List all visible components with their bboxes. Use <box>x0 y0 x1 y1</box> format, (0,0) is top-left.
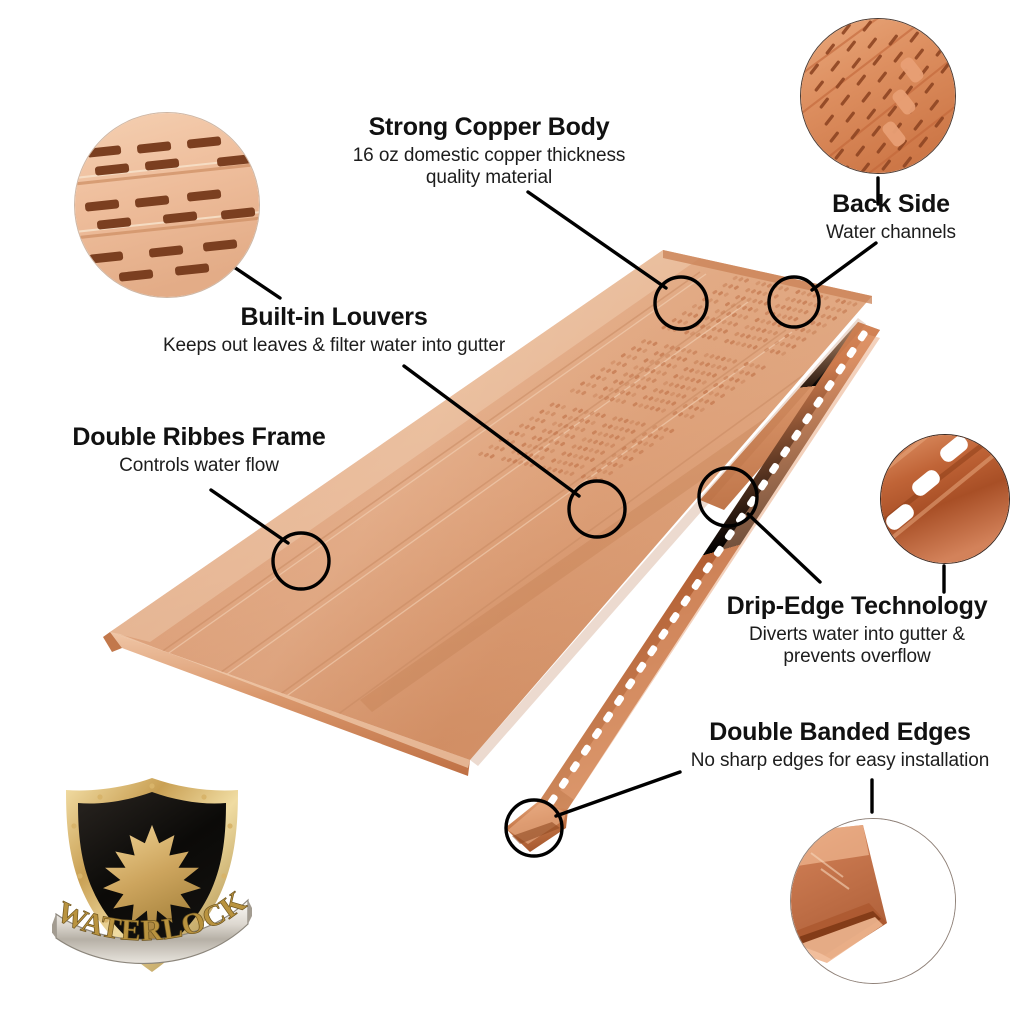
leader-lines <box>209 176 946 818</box>
leader-drip-edge <box>746 512 822 584</box>
callout-title: Back Side <box>832 190 950 218</box>
callout-title: Strong Copper Body <box>368 113 610 141</box>
callout-subtitle: Keeps out leaves & filter water into gut… <box>162 335 506 356</box>
callout-subtitle: Diverts water into gutter & prevents ove… <box>692 624 1022 668</box>
marker-built-in-louvers <box>567 479 627 539</box>
callout-subtitle-line1: Diverts water into gutter & <box>749 624 965 645</box>
panel-front-hem <box>110 632 470 776</box>
callout-strong-copper-body: Strong Copper Body 16 oz domestic copper… <box>294 113 684 189</box>
marker-strong-copper-body <box>653 275 709 331</box>
inset-banded-edge-closeup <box>790 818 956 984</box>
callout-double-ribbes-frame: Double Ribbes Frame Controls water flow <box>34 423 364 477</box>
marker-double-ribbes-frame <box>271 531 331 591</box>
callout-drip-edge-technology: Drip-Edge Technology Diverts water into … <box>692 592 1022 668</box>
leader-strong-copper-body <box>526 190 668 290</box>
leader-double-banded <box>554 770 682 818</box>
marker-double-banded-edges <box>504 798 564 858</box>
inset-back-side-closeup <box>800 18 956 174</box>
maple-leaf-icon <box>103 824 201 940</box>
callout-subtitle-line1: 16 oz domestic copper thickness <box>352 145 626 166</box>
callout-built-in-louvers: Built-in Louvers Keeps out leaves & filt… <box>104 303 564 357</box>
callout-markers <box>271 275 821 858</box>
callout-subtitle: 16 oz domestic copper thickness quality … <box>294 145 684 189</box>
drip-edge-slots <box>547 330 868 806</box>
callout-back-side: Back Side Water channels <box>766 190 1016 244</box>
callout-double-banded-edges: Double Banded Edges No sharp edges for e… <box>660 718 1020 772</box>
inset-drip-edge-closeup <box>880 434 1010 564</box>
callout-title: Drip-Edge Technology <box>726 592 988 620</box>
callout-subtitle: Controls water flow <box>119 455 279 476</box>
leader-double-ribbes <box>209 488 290 545</box>
callout-title: Built-in Louvers <box>240 303 428 331</box>
callout-title: Double Ribbes Frame <box>72 423 326 451</box>
louver-perforation-field <box>478 275 858 483</box>
callout-subtitle-line2: prevents overflow <box>783 646 931 668</box>
marker-drip-edge <box>697 466 759 528</box>
callout-subtitle-line2: quality material <box>425 167 553 189</box>
gutter-guard-panel <box>103 250 880 852</box>
callout-subtitle: No sharp edges for easy installation <box>690 750 990 771</box>
callout-title: Double Banded Edges <box>709 718 971 746</box>
waterlock-brand-badge: WATERLOCK <box>52 772 252 982</box>
inset-louvers-closeup <box>74 112 260 298</box>
marker-back-side <box>767 275 821 329</box>
leader-back-side <box>810 241 878 292</box>
stem-inset-louvers <box>226 261 282 300</box>
leader-built-in-louvers <box>402 364 581 498</box>
panel-left-tail <box>103 632 122 652</box>
callout-subtitle: Water channels <box>826 222 956 243</box>
